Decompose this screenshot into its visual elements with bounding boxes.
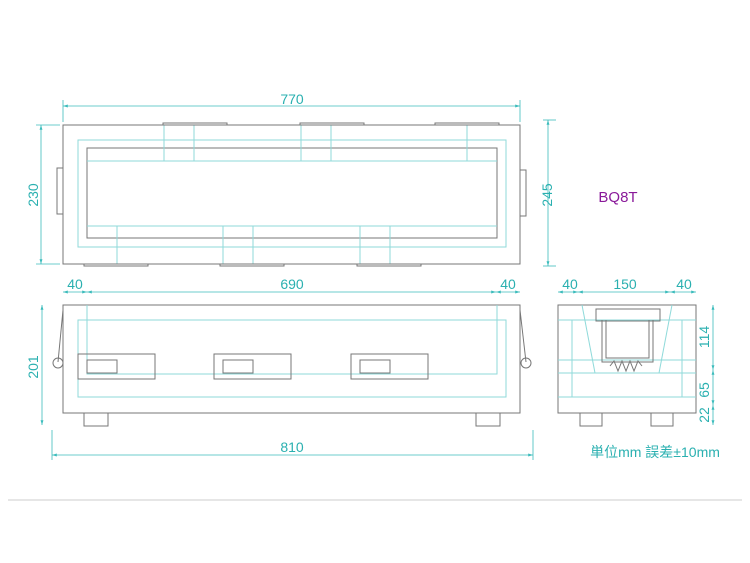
side-left-margin-label: 40 bbox=[562, 276, 578, 292]
top-width-label: 770 bbox=[280, 91, 304, 107]
foot-left bbox=[83, 412, 109, 427]
side-view: 40 150 40 114 65 22 単位mm 誤差±10mm bbox=[557, 276, 720, 460]
front-right-margin-label: 40 bbox=[500, 276, 516, 292]
side-right-margin-label: 40 bbox=[676, 276, 692, 292]
side-foot-left bbox=[579, 412, 603, 427]
top-left-height-label: 230 bbox=[25, 183, 41, 207]
front-inner-width-label: 690 bbox=[280, 276, 304, 292]
top-latches bbox=[56, 122, 527, 267]
foot-right bbox=[475, 412, 501, 427]
side-outline bbox=[557, 304, 697, 414]
top-right-height-label: 245 bbox=[539, 183, 555, 207]
side-upper-height-label: 114 bbox=[696, 326, 712, 349]
front-outline bbox=[62, 304, 521, 414]
side-foot-height-label: 22 bbox=[696, 407, 712, 423]
model-label: BQ8T bbox=[598, 189, 637, 206]
side-inner-width-label: 150 bbox=[613, 276, 637, 292]
side-middle-height-label: 65 bbox=[696, 382, 712, 398]
side-handle bbox=[595, 308, 661, 373]
front-view: 40 690 40 201 810 bbox=[25, 276, 534, 460]
side-foot-right bbox=[650, 412, 674, 427]
overall-width-label: 810 bbox=[280, 439, 304, 455]
front-handles bbox=[52, 309, 532, 380]
front-left-margin-label: 40 bbox=[67, 276, 83, 292]
top-view: 770 230 245 BQ8T bbox=[25, 91, 638, 267]
top-outline bbox=[62, 124, 521, 265]
units-note: 単位mm 誤差±10mm bbox=[590, 444, 720, 460]
front-height-label: 201 bbox=[25, 355, 41, 379]
